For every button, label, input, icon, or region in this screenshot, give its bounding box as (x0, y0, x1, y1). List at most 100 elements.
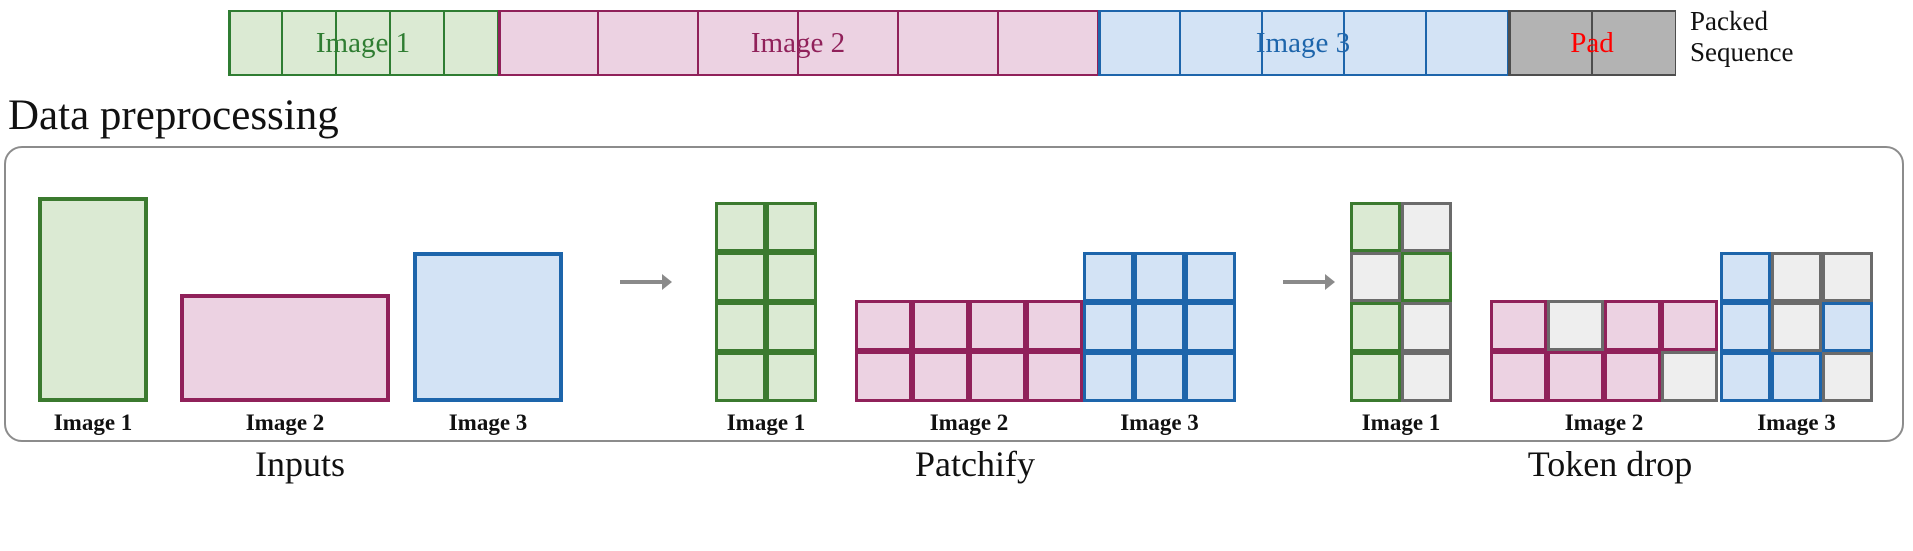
patch-cell-kept (1083, 252, 1134, 302)
patch-cell-kept (715, 352, 766, 402)
arrow-inputs-to-patchify (620, 272, 672, 292)
patch-cell-dropped (1547, 300, 1604, 351)
packed-token-cell (998, 10, 1098, 76)
patchify-image-1-label: Image 1 (726, 410, 806, 435)
packed-token-cell (798, 10, 898, 76)
patch-cell-dropped (1350, 252, 1401, 302)
patch-cell-kept (1720, 252, 1771, 302)
patch-cell-kept (1026, 300, 1083, 351)
patch-cell-kept (1720, 302, 1771, 352)
input-image-1-label: Image 1 (53, 410, 133, 435)
input-image-3-label: Image 3 (448, 410, 528, 435)
patchify-image-3 (1083, 252, 1236, 402)
packed-token-cell (336, 10, 390, 76)
patch-cell-kept (912, 300, 969, 351)
patch-cell-kept (766, 302, 817, 352)
patch-cell-kept (1134, 302, 1185, 352)
patch-cell-kept (912, 351, 969, 402)
packed-token-cell (1098, 10, 1180, 76)
patch-cell-kept (715, 252, 766, 302)
patch-cell-kept (969, 300, 1026, 351)
packed-token-cell (898, 10, 998, 76)
patchify-image-1 (715, 202, 817, 402)
patch-cell-kept (1720, 352, 1771, 402)
patch-cell-kept (969, 351, 1026, 402)
tokendrop-image-3-label: Image 3 (1757, 410, 1836, 435)
packed-token-cell (282, 10, 336, 76)
patch-cell-kept (1350, 202, 1401, 252)
patch-cell-kept (1134, 352, 1185, 402)
patch-cell-kept (1401, 252, 1452, 302)
patch-cell-dropped (1401, 352, 1452, 402)
patch-cell-kept (1771, 352, 1822, 402)
patch-cell-kept (855, 351, 912, 402)
patch-cell-kept (1026, 351, 1083, 402)
patch-cell-kept (1083, 302, 1134, 352)
tokendrop-image-1-label: Image 1 (1361, 410, 1441, 435)
patch-cell-kept (1604, 351, 1661, 402)
patch-cell-kept (1083, 352, 1134, 402)
patchify-image-2 (855, 300, 1083, 402)
input-image-2 (180, 294, 390, 402)
patch-cell-kept (1822, 302, 1873, 352)
packed-group-image-3: Image 3 (1098, 10, 1508, 76)
packed-token-cell (228, 10, 282, 76)
patch-cell-kept (766, 352, 817, 402)
packed-token-cell (390, 10, 444, 76)
tokendrop-image-1 (1350, 202, 1452, 402)
patch-cell-dropped (1822, 252, 1873, 302)
patch-cell-kept (1604, 300, 1661, 351)
patchify-image-3-label: Image 3 (1120, 410, 1199, 435)
patch-cell-dropped (1661, 351, 1718, 402)
patch-cell-dropped (1401, 202, 1452, 252)
patch-cell-kept (715, 202, 766, 252)
packed-token-cell (698, 10, 798, 76)
patch-cell-kept (1547, 351, 1604, 402)
packed-token-cell (498, 10, 598, 76)
patch-cell-kept (1490, 300, 1547, 351)
patch-cell-kept (1490, 351, 1547, 402)
patch-cell-kept (715, 302, 766, 352)
arrow-patchify-to-tokendrop (1283, 272, 1335, 292)
patch-cell-dropped (1822, 352, 1873, 402)
tokendrop-image-3 (1720, 252, 1873, 402)
packed-token-cell (1262, 10, 1344, 76)
packed-token-cell (598, 10, 698, 76)
patch-cell-kept (766, 252, 817, 302)
packed-token-cell (1344, 10, 1426, 76)
packed-group-pad: Pad (1508, 10, 1676, 76)
input-image-3 (413, 252, 563, 402)
packed-caption-line-1: Packed (1690, 6, 1768, 36)
packed-token-cell (1426, 10, 1508, 76)
stage-title-token-drop: Token drop (1527, 444, 1693, 484)
packed-sequence-caption: Packed Sequence (1690, 6, 1900, 68)
patch-cell-dropped (1401, 302, 1452, 352)
patch-cell-dropped (1771, 252, 1822, 302)
input-image-1 (38, 197, 148, 402)
packed-token-cell (444, 10, 498, 76)
patch-cell-kept (766, 202, 817, 252)
tokendrop-image-2-label: Image 2 (1564, 410, 1644, 435)
patchify-image-2-label: Image 2 (929, 410, 1009, 435)
packed-caption-line-2: Sequence (1690, 37, 1794, 68)
tokendrop-image-2 (1490, 300, 1718, 402)
patch-cell-kept (1350, 352, 1401, 402)
patch-cell-kept (1185, 302, 1236, 352)
packed-group-image-2: Image 2 (498, 10, 1098, 76)
patch-cell-kept (1185, 252, 1236, 302)
packed-token-cell (1508, 10, 1592, 76)
input-image-2-label: Image 2 (245, 410, 325, 435)
packed-group-image-1: Image 1 (228, 10, 498, 76)
patch-cell-dropped (1771, 302, 1822, 352)
patch-cell-kept (1350, 302, 1401, 352)
packed-token-cell (1592, 10, 1676, 76)
patch-cell-kept (1185, 352, 1236, 402)
stage-title-patchify: Patchify (915, 444, 1035, 484)
patch-cell-kept (1134, 252, 1185, 302)
packed-token-cell (1180, 10, 1262, 76)
stage-title-inputs: Inputs (255, 444, 345, 484)
patch-cell-kept (1661, 300, 1718, 351)
section-title: Data preprocessing (8, 92, 339, 139)
patch-cell-kept (855, 300, 912, 351)
